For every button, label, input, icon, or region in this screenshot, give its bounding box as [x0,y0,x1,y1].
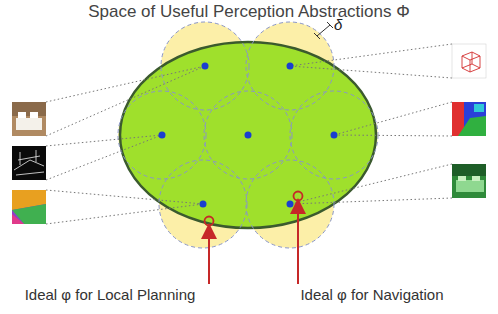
radius-label: δ [334,16,342,33]
callout-label: Ideal φ for Navigation [300,286,443,303]
figure-title: Space of Useful Perception Abstractions … [0,2,498,22]
callout-label: Ideal φ for Local Planning [25,286,196,303]
